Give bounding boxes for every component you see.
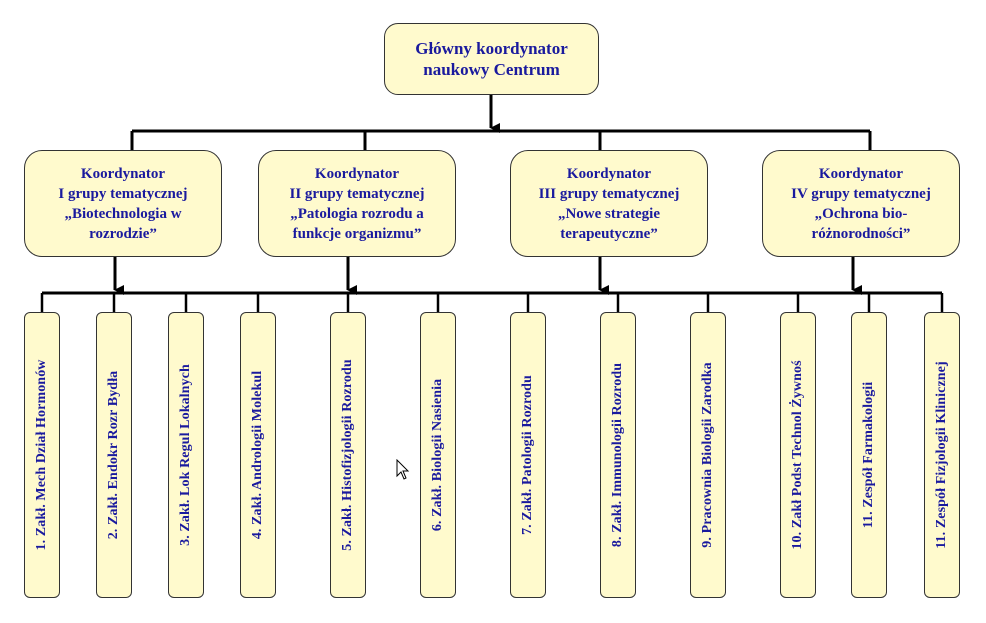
- unit-7-box: 7. Zakł. Patologii Rozrodu: [510, 312, 546, 598]
- group-3-label: Koordynator III grupy tematycznej „Nowe …: [538, 165, 680, 242]
- unit-8-box: 8. Zakł. Immunologii Rozrodu: [600, 312, 636, 598]
- unit-1-box: 1. Zakł. Mech Dział Hormonów: [24, 312, 60, 598]
- group-2-label: Koordynator II grupy tematycznej „Patolo…: [289, 165, 425, 242]
- unit-6-box: 6. Zakł. Biologii Nasienia: [420, 312, 456, 598]
- unit-6-label: 6. Zakł. Biologii Nasienia: [430, 378, 445, 532]
- unit-12-label: 11. Zespół Fizjologii Klinicznej: [934, 361, 949, 549]
- unit-4-label: 4. Zakł. Andrologii Molekul: [250, 370, 265, 540]
- unit-5-label: 5. Zakł. Histofizjologii Rozrodu: [340, 359, 355, 551]
- unit-11-label: 11. Zespół Farmakologii: [861, 381, 876, 529]
- unit-2-label: 2. Zakł. Endokr Rozr Bydła: [106, 370, 121, 540]
- group-4-label: Koordynator IV grupy tematycznej „Ochron…: [791, 165, 931, 242]
- unit-10-label: 10. Zakł Podst Technol Żywnoś: [790, 360, 805, 550]
- unit-2-box: 2. Zakł. Endokr Rozr Bydła: [96, 312, 132, 598]
- unit-11-box: 11. Zespół Farmakologii: [851, 312, 887, 598]
- unit-3-label: 3. Zakł. Lok Regul Lokalnych: [178, 364, 193, 546]
- unit-7-label: 7. Zakł. Patologii Rozrodu: [520, 375, 535, 535]
- unit-4-box: 4. Zakł. Andrologii Molekul: [240, 312, 276, 598]
- group-3-coordinator-box: Koordynator III grupy tematycznej „Nowe …: [510, 150, 708, 257]
- unit-12-box: 11. Zespół Fizjologii Klinicznej: [924, 312, 960, 598]
- unit-5-box: 5. Zakł. Histofizjologii Rozrodu: [330, 312, 366, 598]
- unit-9-label: 9. Pracownia Biologii Zarodka: [700, 362, 715, 548]
- unit-9-box: 9. Pracownia Biologii Zarodka: [690, 312, 726, 598]
- unit-1-label: 1. Zakł. Mech Dział Hormonów: [34, 359, 49, 551]
- group-4-coordinator-box: Koordynator IV grupy tematycznej „Ochron…: [762, 150, 960, 257]
- group-1-label: Koordynator I grupy tematycznej „Biotech…: [58, 165, 188, 242]
- mouse-cursor-icon: [396, 459, 410, 480]
- unit-8-label: 8. Zakł. Immunologii Rozrodu: [610, 362, 625, 548]
- unit-10-box: 10. Zakł Podst Technol Żywnoś: [780, 312, 816, 598]
- unit-3-box: 3. Zakł. Lok Regul Lokalnych: [168, 312, 204, 598]
- main-coordinator-box: Główny koordynator naukowy Centrum: [384, 23, 599, 95]
- main-coordinator-label: Główny koordynator naukowy Centrum: [415, 39, 568, 79]
- group-2-coordinator-box: Koordynator II grupy tematycznej „Patolo…: [258, 150, 456, 257]
- group-1-coordinator-box: Koordynator I grupy tematycznej „Biotech…: [24, 150, 222, 257]
